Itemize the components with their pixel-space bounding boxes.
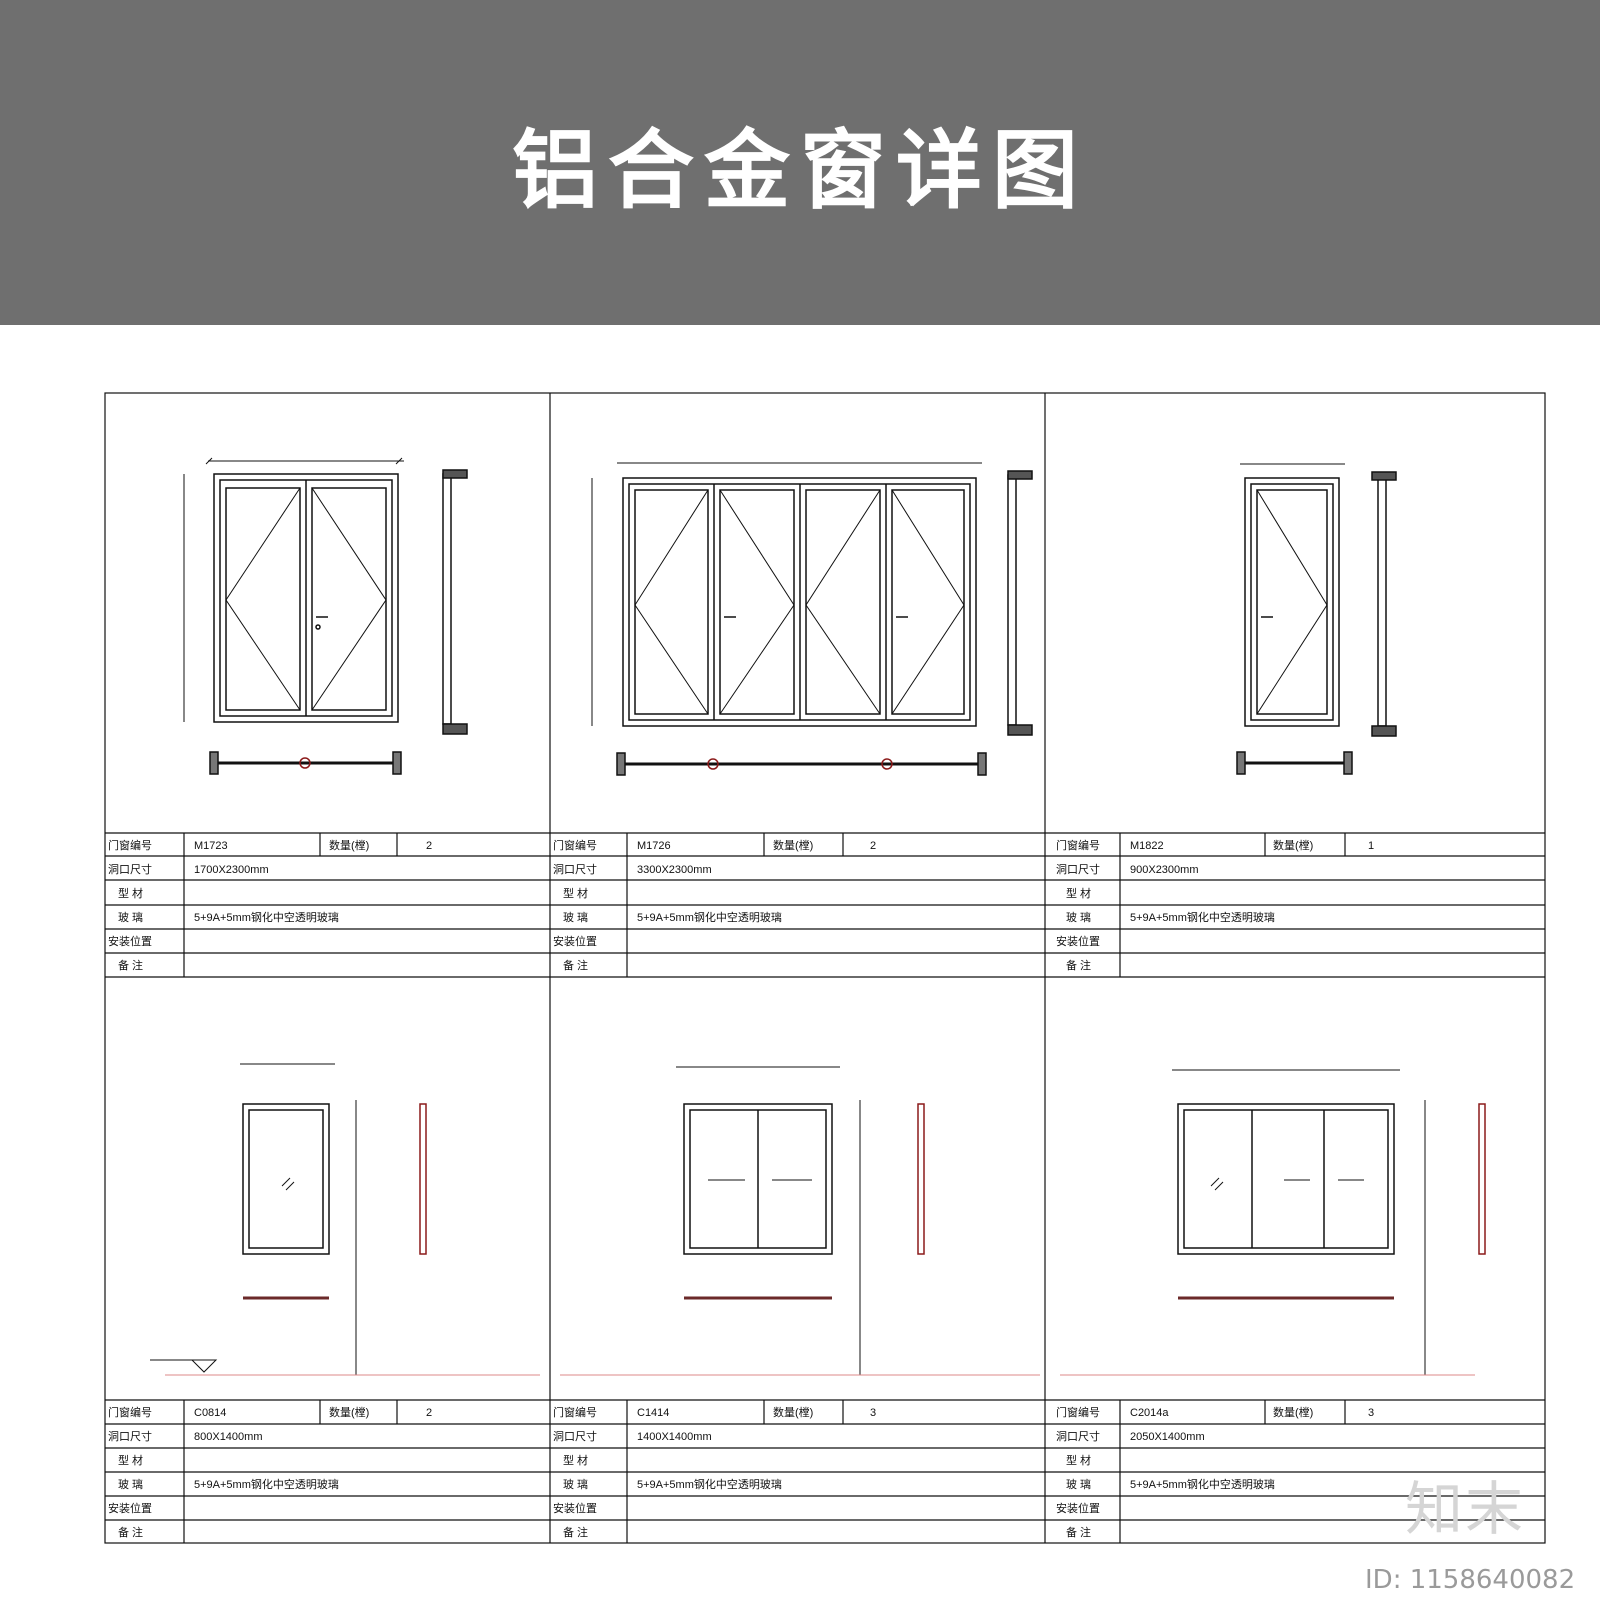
label-code: 门窗编号: [108, 1405, 152, 1419]
label-qty: 数量(樘): [329, 838, 369, 852]
unit-size: 1700X2300mm: [194, 864, 269, 876]
label-note: 备 注: [118, 1525, 143, 1539]
label-qty: 数量(樘): [773, 1405, 813, 1419]
unit-qty: 2: [870, 840, 876, 852]
label-position: 安装位置: [1056, 934, 1100, 948]
label-note: 备 注: [1066, 1525, 1091, 1539]
unit-glass: 5+9A+5mm钢化中空透明玻璃: [194, 910, 339, 924]
page-title: 铝合金窗详图: [512, 120, 1088, 221]
label-note: 备 注: [563, 958, 588, 972]
label-opening: 洞口尺寸: [108, 1429, 152, 1443]
label-position: 安装位置: [108, 1501, 152, 1515]
unit-code: C1414: [637, 1407, 669, 1419]
label-code: 门窗编号: [553, 838, 597, 852]
label-glass: 玻 璃: [563, 1477, 588, 1491]
label-profile: 型 材: [1066, 1453, 1091, 1467]
unit-qty: 2: [426, 1407, 432, 1419]
label-position: 安装位置: [1056, 1501, 1100, 1515]
window-elevation-c1414: [560, 1066, 1040, 1376]
unit-size: 1400X1400mm: [637, 1431, 712, 1443]
label-profile: 型 材: [563, 1453, 588, 1467]
label-qty: 数量(樘): [1273, 838, 1313, 852]
unit-qty: 3: [870, 1407, 876, 1419]
label-glass: 玻 璃: [563, 910, 588, 924]
label-qty: 数量(樘): [1273, 1405, 1313, 1419]
label-profile: 型 材: [118, 1453, 143, 1467]
unit-glass: 5+9A+5mm钢化中空透明玻璃: [637, 1477, 782, 1491]
label-opening: 洞口尺寸: [108, 862, 152, 876]
label-note: 备 注: [118, 958, 143, 972]
label-opening: 洞口尺寸: [553, 1429, 597, 1443]
label-profile: 型 材: [563, 886, 588, 900]
label-code: 门窗编号: [553, 1405, 597, 1419]
door-elevation-m1726: [591, 462, 1033, 776]
unit-code: C0814: [194, 1407, 226, 1419]
label-note: 备 注: [1066, 958, 1091, 972]
label-code: 门窗编号: [108, 838, 152, 852]
label-glass: 玻 璃: [1066, 910, 1091, 924]
label-code: 门窗编号: [1056, 1405, 1100, 1419]
watermark-logo: 知末: [1405, 1475, 1526, 1543]
unit-qty: 1: [1368, 840, 1374, 852]
label-code: 门窗编号: [1056, 838, 1100, 852]
unit-code: M1723: [194, 840, 228, 852]
label-position: 安装位置: [553, 1501, 597, 1515]
label-profile: 型 材: [1066, 886, 1091, 900]
label-profile: 型 材: [118, 886, 143, 900]
label-position: 安装位置: [108, 934, 152, 948]
label-opening: 洞口尺寸: [553, 862, 597, 876]
label-qty: 数量(樘): [329, 1405, 369, 1419]
sheet-frame: [104, 392, 1546, 1544]
unit-size: 800X1400mm: [194, 1431, 263, 1443]
unit-size: 2050X1400mm: [1130, 1431, 1205, 1443]
header-banner: [0, 0, 1600, 325]
label-note: 备 注: [563, 1525, 588, 1539]
unit-glass: 5+9A+5mm钢化中空透明玻璃: [1130, 1477, 1275, 1491]
unit-size: 900X2300mm: [1130, 864, 1199, 876]
unit-size: 3300X2300mm: [637, 864, 712, 876]
label-glass: 玻 璃: [1066, 1477, 1091, 1491]
label-glass: 玻 璃: [118, 1477, 143, 1491]
window-elevation-c0814: [150, 1063, 540, 1376]
label-opening: 洞口尺寸: [1056, 862, 1100, 876]
unit-code: C2014a: [1130, 1407, 1169, 1419]
unit-qty: 3: [1368, 1407, 1374, 1419]
unit-glass: 5+9A+5mm钢化中空透明玻璃: [1130, 910, 1275, 924]
unit-code: M1822: [1130, 840, 1164, 852]
unit-glass: 5+9A+5mm钢化中空透明玻璃: [194, 1477, 339, 1491]
label-glass: 玻 璃: [118, 910, 143, 924]
door-elevation-m1822: [1236, 463, 1397, 775]
image-id-label: ID: 1158640082: [1365, 1565, 1576, 1595]
label-opening: 洞口尺寸: [1056, 1429, 1100, 1443]
unit-qty: 2: [426, 840, 432, 852]
label-qty: 数量(樘): [773, 838, 813, 852]
window-elevation-c2014a: [1060, 1069, 1486, 1376]
label-position: 安装位置: [553, 934, 597, 948]
door-elevation-m1723: [183, 457, 468, 775]
unit-glass: 5+9A+5mm钢化中空透明玻璃: [637, 910, 782, 924]
unit-code: M1726: [637, 840, 671, 852]
